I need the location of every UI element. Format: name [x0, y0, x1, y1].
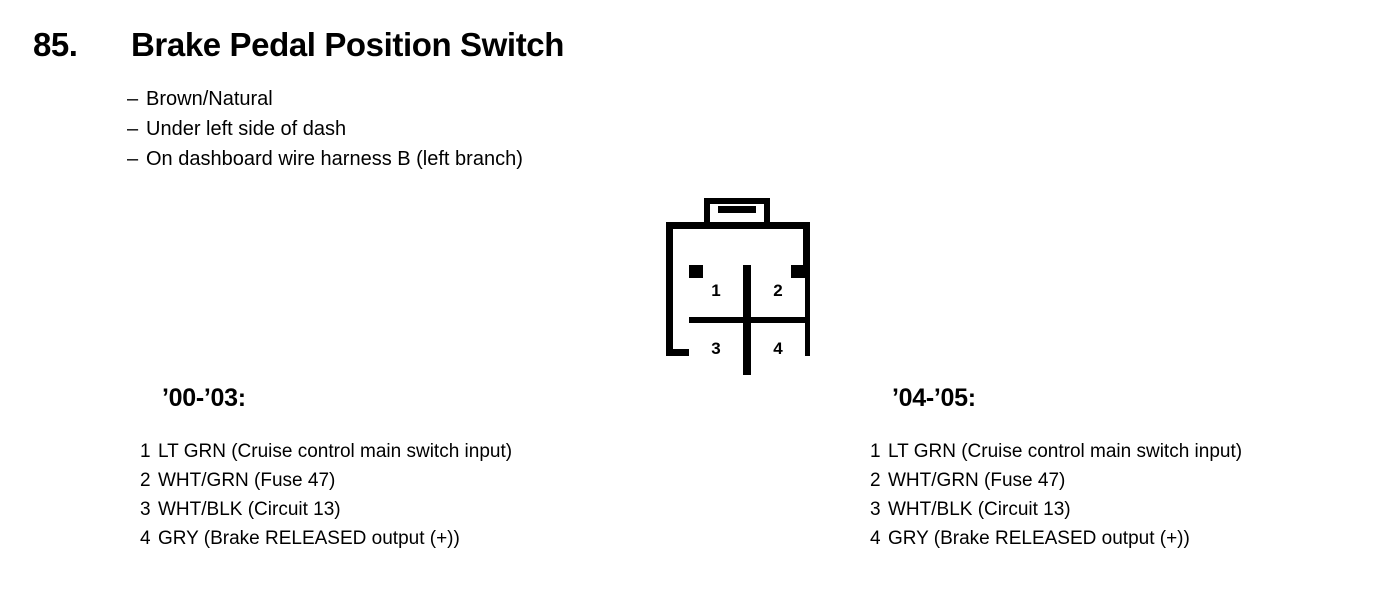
list-item: 1 LT GRN (Cruise control main switch inp… [140, 437, 512, 466]
connector-body-outline: 1 2 3 4 [666, 222, 810, 375]
list-item: – Under left side of dash [127, 114, 523, 144]
dash-bullet-icon: – [127, 148, 139, 170]
pin-number: 4 [870, 528, 881, 549]
column-heading: ’04-’05: [892, 384, 976, 412]
connector-diagram: 1 2 3 4 [664, 198, 812, 375]
connector-cavity-grid: 1 2 3 4 [689, 265, 805, 375]
pin-number: 1 [140, 441, 151, 462]
connector-latch-tab [704, 198, 770, 223]
connector-pin-cavity-2: 2 [751, 265, 805, 317]
pin-cavity-number: 1 [711, 281, 721, 300]
list-item-text: Under left side of dash [146, 118, 347, 140]
pin-description: WHT/BLK (Circuit 13) [888, 499, 1071, 520]
keyway-notch-icon [689, 265, 703, 278]
keyway-notch-icon [791, 265, 805, 278]
pin-number: 4 [140, 528, 151, 549]
connector-pin-cavity-3: 3 [689, 323, 743, 375]
pin-number: 2 [140, 470, 151, 491]
pin-description: WHT/GRN (Fuse 47) [158, 470, 336, 491]
pin-list: 1 LT GRN (Cruise control main switch inp… [140, 437, 512, 553]
pinout-column-2000-2003: ’00-’03: 1 LT GRN (Cruise control main s… [140, 386, 512, 553]
pinout-column-2004-2005: ’04-’05: 1 LT GRN (Cruise control main s… [870, 386, 1242, 553]
pin-number: 3 [140, 499, 151, 520]
pin-description: GRY (Brake RELEASED output (+)) [158, 528, 460, 549]
connector-latch-slot [718, 206, 756, 213]
list-item: 3 WHT/BLK (Circuit 13) [140, 495, 512, 524]
pin-description: WHT/GRN (Fuse 47) [888, 470, 1066, 491]
dash-bullet-icon: – [127, 118, 139, 140]
list-item: 2 WHT/GRN (Fuse 47) [140, 466, 512, 495]
page-title-number: 85. [33, 26, 78, 63]
list-item: 4 GRY (Brake RELEASED output (+)) [140, 524, 512, 553]
list-item: 4 GRY (Brake RELEASED output (+)) [870, 524, 1242, 553]
pin-cavity-number: 2 [773, 281, 783, 300]
pin-number: 3 [870, 499, 881, 520]
list-item: – On dashboard wire harness B (left bran… [127, 144, 523, 174]
pin-cavity-number: 3 [711, 339, 721, 358]
pin-list: 1 LT GRN (Cruise control main switch inp… [870, 437, 1242, 553]
column-heading: ’00-’03: [162, 384, 246, 412]
pin-description: LT GRN (Cruise control main switch input… [158, 441, 513, 462]
pin-number: 2 [870, 470, 881, 491]
pin-description: LT GRN (Cruise control main switch input… [888, 441, 1243, 462]
list-item: 2 WHT/GRN (Fuse 47) [870, 466, 1242, 495]
pin-description: WHT/BLK (Circuit 13) [158, 499, 341, 520]
pin-number: 1 [870, 441, 881, 462]
pin-cavity-number: 4 [773, 339, 783, 358]
list-item-text: On dashboard wire harness B (left branch… [146, 148, 523, 170]
page-title: Brake Pedal Position Switch [131, 26, 564, 63]
connector-pin-cavity-4: 4 [751, 323, 805, 375]
list-item: 3 WHT/BLK (Circuit 13) [870, 495, 1242, 524]
list-item-text: Brown/Natural [146, 88, 273, 110]
list-item: 1 LT GRN (Cruise control main switch inp… [870, 437, 1242, 466]
list-item: – Brown/Natural [127, 84, 523, 114]
description-bullet-list: – Brown/Natural – Under left side of das… [127, 84, 523, 174]
pin-description: GRY (Brake RELEASED output (+)) [888, 528, 1190, 549]
dash-bullet-icon: – [127, 88, 139, 110]
connector-pin-cavity-1: 1 [689, 265, 743, 317]
